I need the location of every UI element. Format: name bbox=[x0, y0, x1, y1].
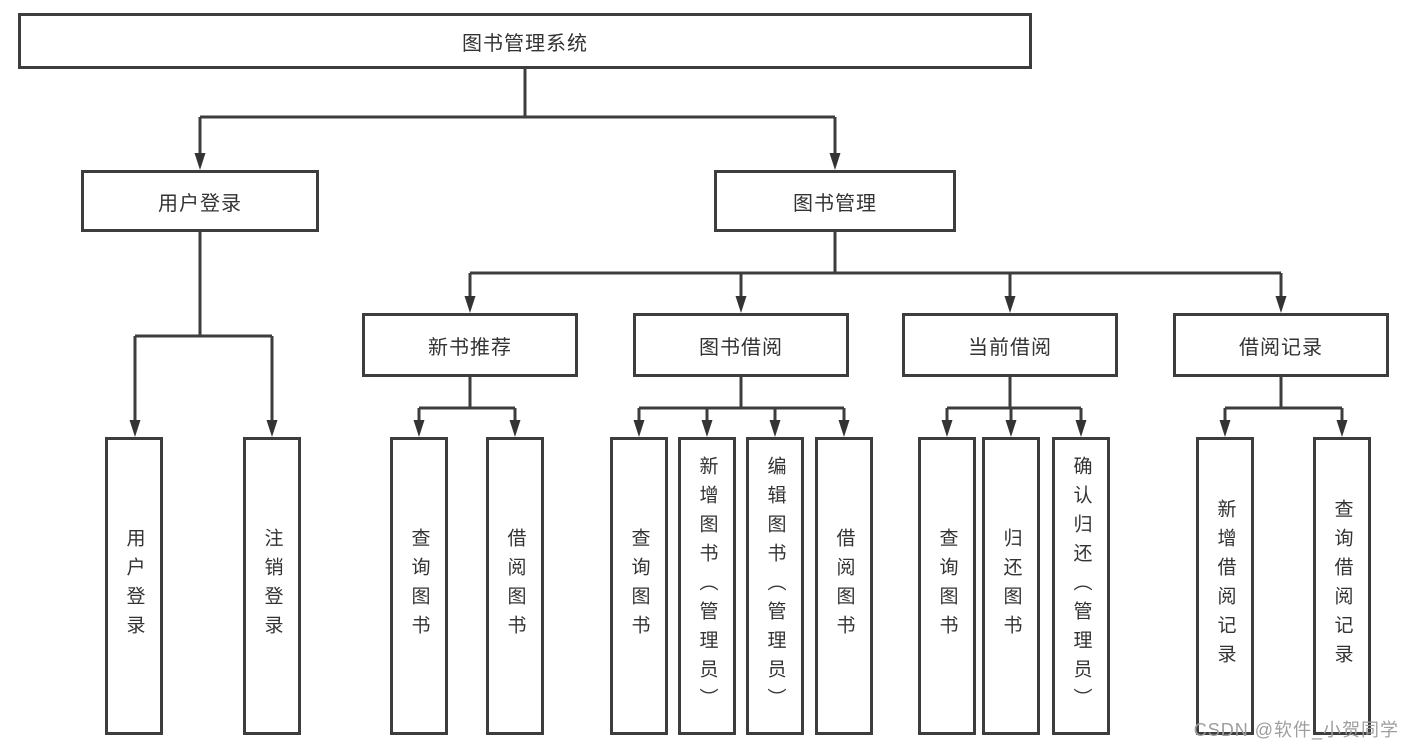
node-leaf-user-login-label: 用户登录 bbox=[123, 528, 145, 644]
node-leaf-user-login: 用户登录 bbox=[105, 437, 163, 735]
node-leaf-cb-return-books-label: 归还图书 bbox=[1000, 528, 1022, 644]
node-leaf-bb-query-books-label: 查询图书 bbox=[628, 528, 650, 644]
arrowhead-icon bbox=[464, 296, 476, 313]
arrowhead-icon bbox=[413, 420, 425, 437]
connector-new-book-rec bbox=[417, 377, 517, 422]
node-book-borrow: 图书借阅 bbox=[633, 313, 849, 377]
arrowhead-icon bbox=[1004, 296, 1016, 313]
node-leaf-cb-return-books: 归还图书 bbox=[982, 437, 1040, 735]
node-leaf-bb-add-books: 新增图书（管理员） bbox=[678, 437, 736, 735]
arrowhead-icon bbox=[1219, 420, 1231, 437]
arrowhead-icon bbox=[509, 420, 521, 437]
node-leaf-bb-borrow-books-label: 借阅图书 bbox=[833, 528, 855, 644]
node-leaf-logout: 注销登录 bbox=[243, 437, 301, 735]
connector-book-borrow bbox=[637, 377, 846, 422]
connector-borrow-records bbox=[1223, 377, 1344, 422]
connector-root bbox=[198, 69, 837, 155]
connector-book-mgmt bbox=[468, 232, 1283, 298]
arrowhead-icon bbox=[838, 420, 850, 437]
node-library-system: 图书管理系统 bbox=[18, 13, 1032, 69]
node-leaf-nbr-query-books-label: 查询图书 bbox=[408, 528, 430, 644]
node-current-borrow: 当前借阅 bbox=[902, 313, 1118, 377]
node-leaf-cb-confirm-return: 确认归还（管理员） bbox=[1052, 437, 1110, 735]
node-borrow-records: 借阅记录 bbox=[1173, 313, 1389, 377]
node-book-borrow-label: 图书借阅 bbox=[699, 336, 783, 359]
arrowhead-icon bbox=[266, 420, 278, 437]
arrowhead-icon bbox=[1275, 296, 1287, 313]
node-leaf-cb-query-books: 查询图书 bbox=[918, 437, 976, 735]
watermark: CSDN @软件_小贺同学 bbox=[1193, 720, 1399, 740]
node-current-borrow-label: 当前借阅 bbox=[968, 336, 1052, 359]
node-leaf-bb-add-books-label: 新增图书（管理员） bbox=[696, 455, 718, 717]
connector-current-borrow bbox=[945, 377, 1083, 422]
node-leaf-bb-query-books: 查询图书 bbox=[610, 437, 668, 735]
node-leaf-cb-confirm-return-label: 确认归还（管理员） bbox=[1070, 455, 1092, 717]
node-leaf-br-add-record: 新增借阅记录 bbox=[1196, 437, 1254, 735]
node-new-book-recommend-label: 新书推荐 bbox=[428, 336, 512, 359]
node-leaf-nbr-borrow-books-label: 借阅图书 bbox=[504, 528, 526, 644]
node-leaf-logout-label: 注销登录 bbox=[261, 528, 283, 644]
arrowhead-icon bbox=[701, 420, 713, 437]
node-user-login-label: 用户登录 bbox=[158, 192, 242, 215]
arrowhead-icon bbox=[194, 153, 206, 170]
arrowhead-icon bbox=[1336, 420, 1348, 437]
arrowhead-icon bbox=[129, 420, 141, 437]
arrowhead-icon bbox=[941, 420, 953, 437]
node-leaf-br-query-record: 查询借阅记录 bbox=[1313, 437, 1371, 735]
node-leaf-cb-query-books-label: 查询图书 bbox=[936, 528, 958, 644]
node-borrow-records-label: 借阅记录 bbox=[1239, 336, 1323, 359]
node-book-management: 图书管理 bbox=[714, 170, 956, 232]
arrowhead-icon bbox=[829, 153, 841, 170]
arrowhead-icon bbox=[735, 296, 747, 313]
connector-user-login bbox=[133, 232, 274, 422]
node-leaf-br-add-record-label: 新增借阅记录 bbox=[1214, 499, 1236, 673]
arrowhead-icon bbox=[1075, 420, 1087, 437]
node-new-book-recommend: 新书推荐 bbox=[362, 313, 578, 377]
node-library-system-label: 图书管理系统 bbox=[462, 32, 588, 55]
node-leaf-nbr-borrow-books: 借阅图书 bbox=[486, 437, 544, 735]
node-leaf-bb-borrow-books: 借阅图书 bbox=[815, 437, 873, 735]
arrowhead-icon bbox=[769, 420, 781, 437]
node-leaf-bb-edit-books: 编辑图书（管理员） bbox=[746, 437, 804, 735]
node-book-management-label: 图书管理 bbox=[793, 192, 877, 215]
node-leaf-bb-edit-books-label: 编辑图书（管理员） bbox=[764, 455, 786, 717]
node-leaf-nbr-query-books: 查询图书 bbox=[390, 437, 448, 735]
node-user-login: 用户登录 bbox=[81, 170, 319, 232]
node-leaf-br-query-record-label: 查询借阅记录 bbox=[1331, 499, 1353, 673]
arrowhead-icon bbox=[1005, 420, 1017, 437]
arrowhead-icon bbox=[633, 420, 645, 437]
